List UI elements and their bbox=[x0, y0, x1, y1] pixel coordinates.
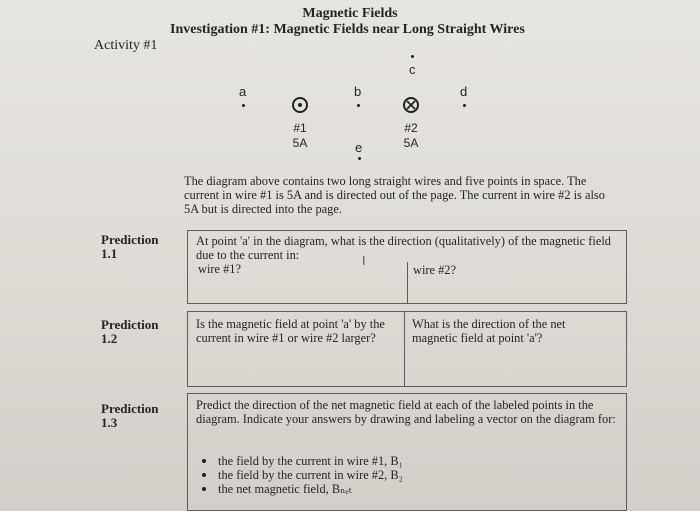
bullet-b1: the field by the current in wire #1, B₁ bbox=[196, 454, 596, 468]
page-subtitle: Investigation #1: Magnetic Fields near L… bbox=[170, 22, 525, 37]
wire-2-current: 5A bbox=[403, 136, 419, 150]
point-b-dot bbox=[357, 104, 360, 107]
point-d-label: d bbox=[460, 84, 468, 99]
activity-label: Activity #1 bbox=[94, 38, 158, 53]
wire-1-label: #1 bbox=[293, 121, 307, 135]
point-a-dot bbox=[242, 104, 245, 107]
bullet-b2: the field by the current in wire #2, B₂ bbox=[196, 468, 596, 482]
point-b-label: b bbox=[354, 84, 362, 99]
point-d-dot bbox=[463, 104, 466, 107]
prediction-1-3-label: Prediction 1.3 bbox=[101, 401, 159, 430]
into-page-icon bbox=[403, 97, 419, 113]
point-e-label: e bbox=[355, 140, 363, 155]
prediction-1-3-bullets: the field by the current in wire #1, B₁ … bbox=[196, 454, 596, 496]
prediction-1-3-text: Predict the direction of the net magneti… bbox=[196, 398, 616, 426]
prediction-1-2-left[interactable]: Is the magnetic field at point 'a' by th… bbox=[196, 317, 385, 345]
wire-2-label: #2 bbox=[404, 121, 418, 135]
out-of-page-icon bbox=[292, 97, 308, 113]
point-e-dot bbox=[358, 157, 361, 160]
prediction-1-1-question: At point 'a' in the diagram, what is the… bbox=[196, 234, 611, 262]
prediction-1-2-box bbox=[187, 311, 627, 387]
bullet-bnet: the net magnetic field, Bₙₑₜ bbox=[196, 482, 596, 496]
point-c-dot bbox=[411, 55, 414, 58]
prediction-1-2-divider bbox=[404, 311, 405, 387]
point-a-label: a bbox=[239, 84, 247, 99]
point-c-label: c bbox=[409, 62, 416, 77]
wire-1-current: 5A bbox=[292, 136, 308, 150]
prediction-1-1-divider bbox=[407, 262, 408, 304]
prediction-1-1-label: Prediction 1.1 bbox=[101, 232, 159, 261]
prediction-1-1-wire1[interactable]: wire #1? bbox=[198, 262, 242, 276]
prediction-1-2-right[interactable]: What is the direction of the net magneti… bbox=[412, 317, 566, 345]
prediction-1-2-label: Prediction 1.2 bbox=[101, 317, 159, 346]
page-title: Magnetic Fields bbox=[302, 6, 398, 21]
prediction-1-1-wire2[interactable]: wire #2? bbox=[413, 263, 457, 277]
text-cursor-icon: I bbox=[362, 254, 366, 268]
diagram-description: The diagram above contains two long stra… bbox=[184, 174, 605, 216]
